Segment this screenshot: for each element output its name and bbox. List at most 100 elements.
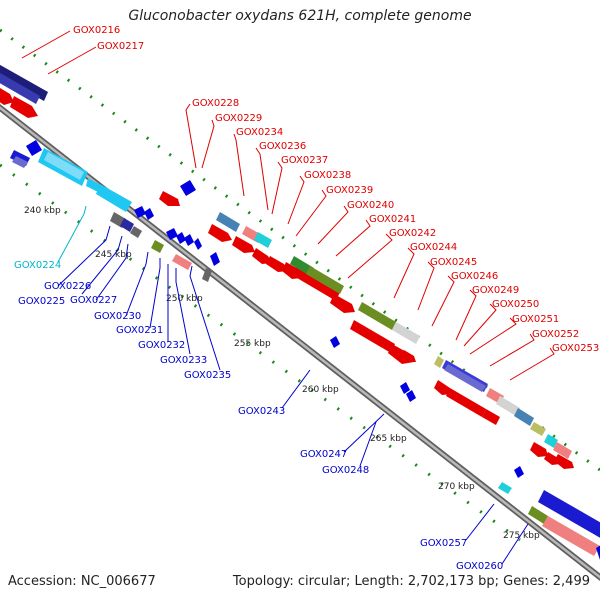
gene-bar <box>96 184 132 212</box>
gene-bar <box>553 442 572 459</box>
gene-label: GOX0232 <box>138 340 185 351</box>
gene-arrow <box>159 191 180 206</box>
gene-bar <box>358 302 396 330</box>
cyan-leaders <box>57 205 87 263</box>
gene-arrow <box>180 180 196 196</box>
genome-backbone <box>0 104 600 581</box>
accession-text: Accession: NC_006677 <box>8 574 156 589</box>
gene-bar <box>172 254 192 270</box>
gene-label: GOX0260 <box>456 561 503 572</box>
gene-bar <box>446 388 486 417</box>
gene-label: GOX0216 <box>73 25 120 36</box>
gene-arrow <box>514 466 524 478</box>
gene-label: GOX0242 <box>389 228 436 239</box>
gene-label: GOX0245 <box>430 257 477 268</box>
gene-arrow <box>134 206 146 218</box>
gene-label: GOX0224 <box>14 260 61 271</box>
gene-bar <box>151 240 164 253</box>
gene-label: GOX0228 <box>192 98 239 109</box>
gene-label: GOX0251 <box>512 314 559 325</box>
gene-bar <box>514 408 534 426</box>
gene-bar <box>350 320 395 353</box>
gene-bar <box>496 396 520 416</box>
gene-label: GOX0240 <box>347 200 394 211</box>
gene-bar <box>538 490 600 538</box>
gene-label: GOX0246 <box>451 271 498 282</box>
gene-label: GOX0231 <box>116 325 163 336</box>
gene-label: GOX0237 <box>281 155 328 166</box>
gene-bar <box>482 409 500 425</box>
gene-arrow <box>266 256 288 272</box>
topology-text: Topology: circular; Length: 2,702,173 bp… <box>232 574 590 589</box>
gene-label: GOX0249 <box>472 285 519 296</box>
gene-label: GOX0230 <box>94 311 141 322</box>
gene-label: GOX0252 <box>532 329 579 340</box>
gene-arrow <box>0 88 14 105</box>
kbp-265: 265 kbp <box>370 434 407 444</box>
gene-arrow <box>208 224 232 242</box>
gene-bar <box>0 64 48 101</box>
gene-label: GOX0236 <box>259 141 306 152</box>
gene-bar <box>216 212 240 232</box>
gene-arrow <box>530 442 548 457</box>
map-title: Gluconobacter oxydans 621H, complete gen… <box>128 8 472 24</box>
gene-bar <box>528 506 548 524</box>
kbp-275: 275 kbp <box>503 531 540 541</box>
gene-arrow <box>400 382 410 394</box>
blue-leaders <box>57 225 529 565</box>
gene-arrow <box>330 294 355 313</box>
gene-label: GOX0233 <box>160 355 207 366</box>
gene-bar <box>202 268 212 282</box>
gene-label: GOX0247 <box>300 449 347 460</box>
kbp-270: 270 kbp <box>438 482 475 492</box>
gene-arrow <box>194 238 202 250</box>
gene-arrow <box>166 228 178 240</box>
gene-label: GOX0226 <box>44 281 91 292</box>
gene-bar <box>292 266 340 301</box>
kbp-260: 260 kbp <box>302 385 339 395</box>
gene-arrow <box>184 234 194 246</box>
gene-bar <box>542 516 600 556</box>
gene-arrow <box>144 208 154 220</box>
gene-bar <box>254 232 272 248</box>
gene-arrow <box>434 380 452 395</box>
gene-bar <box>544 434 558 448</box>
gene-arrow <box>176 232 186 244</box>
gene-arrow <box>26 140 42 156</box>
feature-genes <box>180 180 572 459</box>
gene-label: GOX0235 <box>184 370 231 381</box>
tick-track-inner <box>0 163 521 542</box>
gene-label: GOX0217 <box>97 41 144 52</box>
gene-label: GOX0239 <box>326 185 373 196</box>
gene-label: GOX0243 <box>238 406 285 417</box>
gene-label: GOX0253 <box>552 343 599 354</box>
gene-label: GOX0227 <box>70 295 117 306</box>
cyan-label-group: GOX0224 <box>14 260 61 271</box>
gene-arrow <box>252 248 272 264</box>
gene-arrow <box>406 390 416 402</box>
gene-bar <box>444 364 486 392</box>
red-leaders <box>21 30 555 381</box>
gene-arrow <box>330 336 340 348</box>
gene-label: GOX0229 <box>215 113 262 124</box>
gene-bar <box>130 226 142 238</box>
reverse-genes <box>10 140 600 560</box>
gene-label: GOX0257 <box>420 538 467 549</box>
gene-bar <box>12 156 28 168</box>
forward-genes <box>0 64 574 469</box>
gene-bar <box>434 356 444 368</box>
gene-label: GOX0234 <box>236 127 283 138</box>
kbp-255: 255 kbp <box>234 339 271 349</box>
gene-arrow <box>400 350 416 362</box>
kbp-240: 240 kbp <box>24 206 61 216</box>
gene-bar <box>120 218 134 232</box>
gene-arrow <box>10 96 38 118</box>
red-label-group: GOX0216 GOX0217 GOX0228 GOX0229 GOX0234 … <box>73 25 599 354</box>
gene-bar <box>498 482 512 494</box>
gene-label: GOX0238 <box>304 170 351 181</box>
gene-bar <box>530 422 546 436</box>
gene-bar <box>44 152 84 180</box>
gene-label: GOX0241 <box>369 214 416 225</box>
gene-arrow <box>554 454 574 469</box>
